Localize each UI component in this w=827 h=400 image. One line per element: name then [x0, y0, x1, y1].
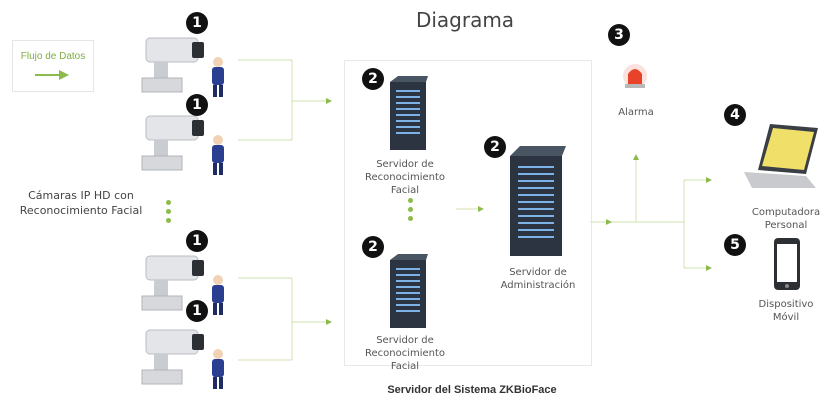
- step-badge-1: 1: [186, 300, 208, 322]
- ip-camera-icon: [141, 115, 224, 175]
- laptop-icon: [744, 124, 818, 188]
- flow-arrow-icon: [35, 70, 69, 80]
- step-badge-2: 2: [362, 68, 384, 90]
- system-caption: Servidor del Sistema ZKBioFace: [387, 384, 557, 396]
- legend-box: Flujo de Datos: [12, 40, 94, 92]
- step-badge-5: 5: [724, 234, 746, 256]
- administration-server-icon: [510, 146, 566, 256]
- ip-camera-icon: [141, 255, 224, 315]
- zkbioface-server-box: [344, 60, 592, 366]
- mobile-label: Dispositivo Móvil: [758, 299, 814, 323]
- step-badge-4: 4: [724, 104, 746, 126]
- step-badge-1: 1: [186, 230, 208, 252]
- administration-server-label: Servidor de Administración: [500, 267, 576, 291]
- recognition-server-label: Servidor de Reconocimiento Facial: [364, 335, 446, 372]
- recognition-server-icon: [390, 254, 428, 328]
- ip-camera-icon: [141, 329, 224, 389]
- step-badge-3: 3: [608, 24, 630, 46]
- step-badge-2: 2: [484, 136, 506, 158]
- recognition-server-label: Servidor de Reconocimiento Facial: [364, 159, 446, 196]
- ip-camera-icon: [141, 37, 224, 97]
- more-cameras-dots: [166, 196, 171, 227]
- step-badge-1: 1: [186, 12, 208, 34]
- pc-label: Computadora Personal: [751, 207, 821, 231]
- alarm-icon: [623, 64, 647, 88]
- camera-label: Cámaras IP HD con Reconocimiento Facial: [19, 189, 143, 217]
- recognition-server-icon: [390, 76, 428, 150]
- step-badge-1: 1: [186, 94, 208, 116]
- diagram-title: Diagrama: [415, 8, 515, 32]
- legend-label: Flujo de Datos: [20, 51, 86, 62]
- more-servers-dots: [408, 194, 413, 225]
- mobile-phone-icon: [774, 238, 800, 290]
- alarm-label: Alarma: [618, 107, 654, 118]
- step-badge-2: 2: [362, 236, 384, 258]
